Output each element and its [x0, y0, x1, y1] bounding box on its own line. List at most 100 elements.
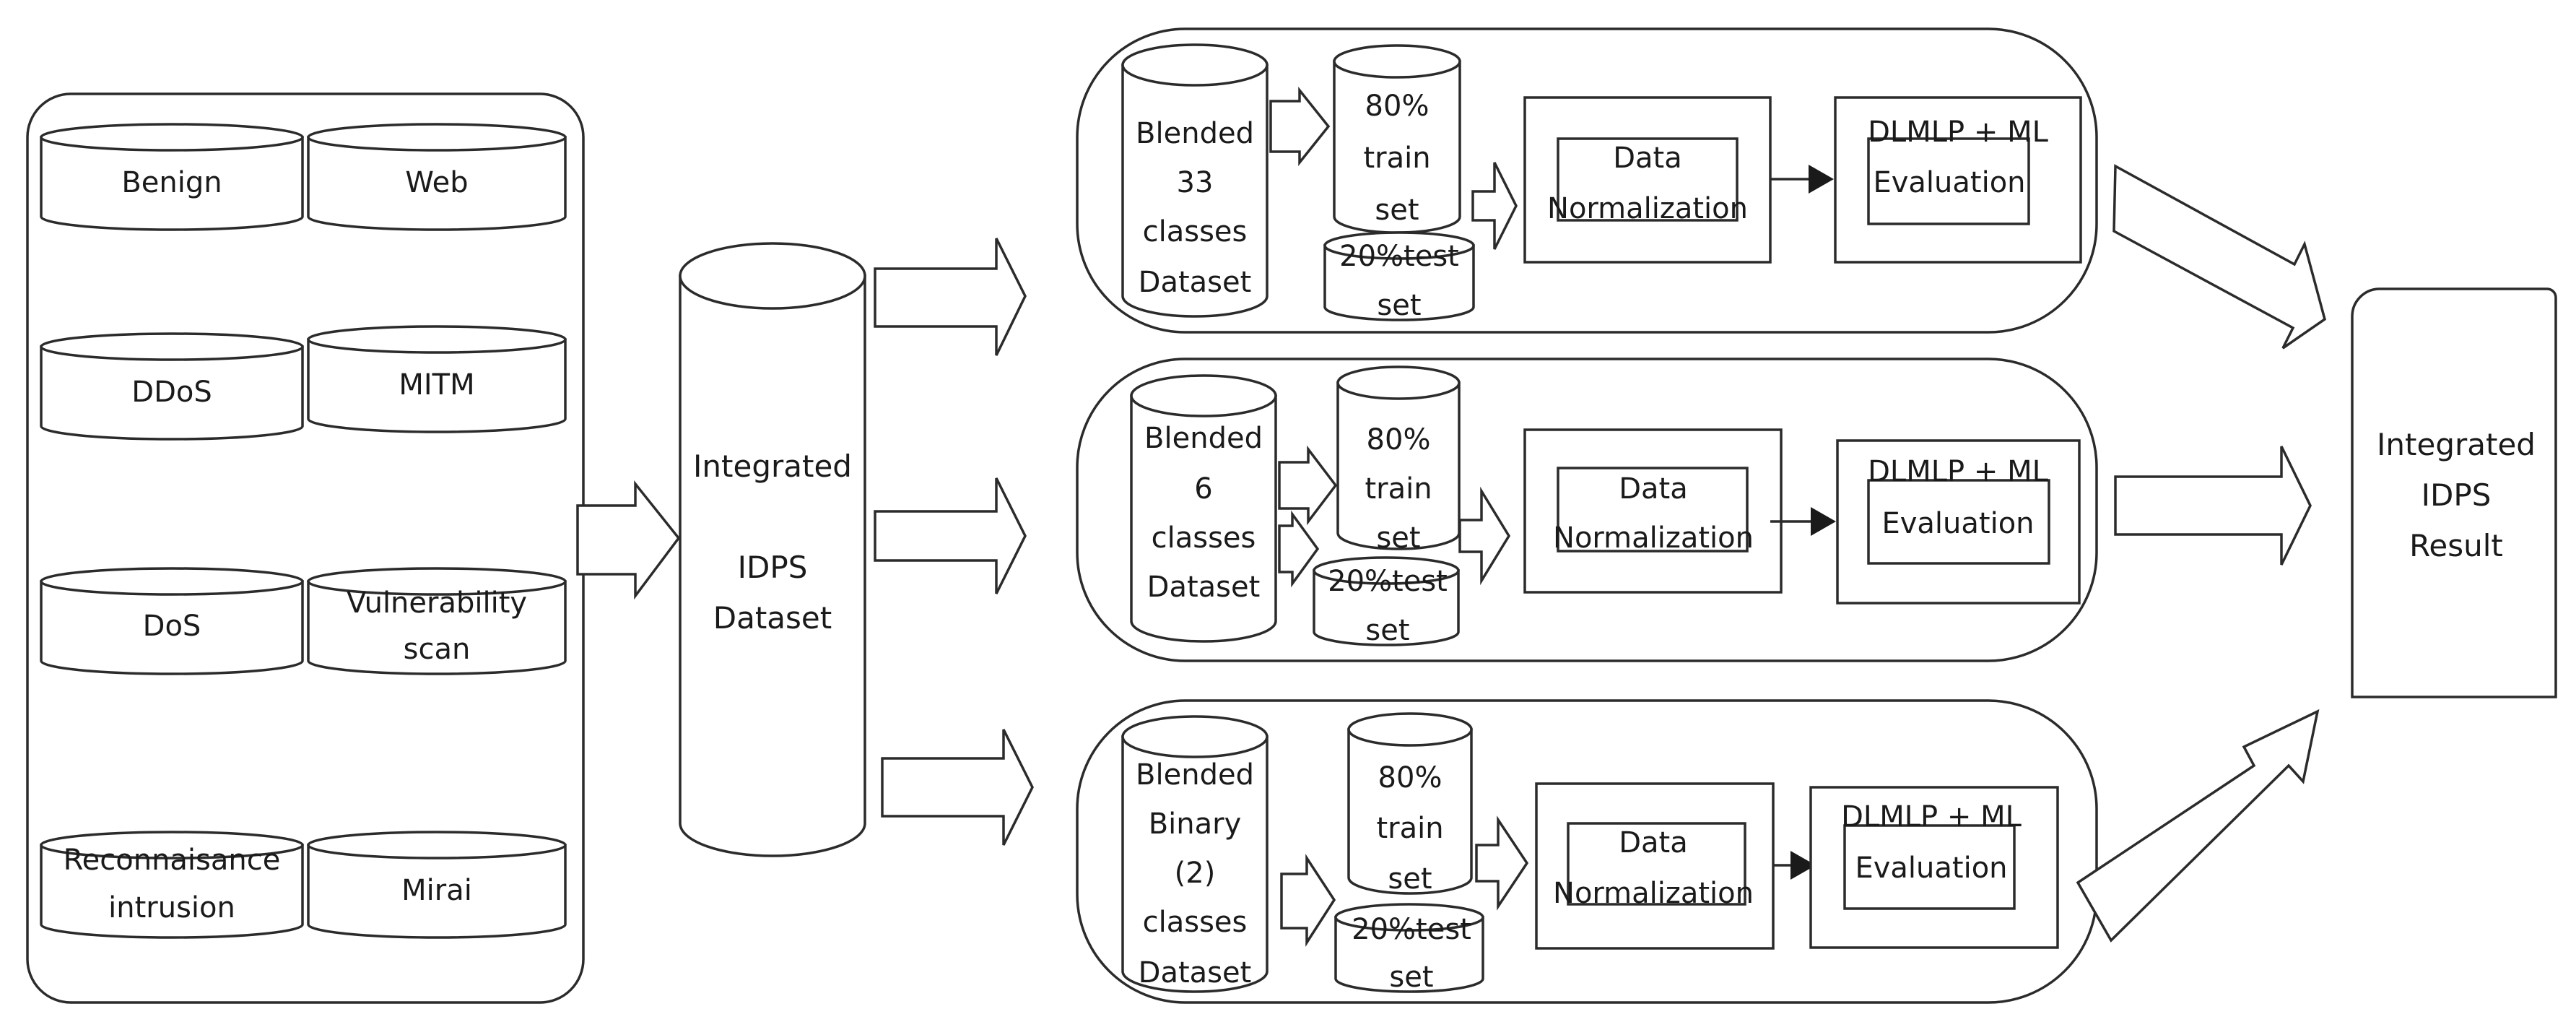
arrow-33-normalization-to-evaluation [1770, 165, 1834, 194]
benign-label: Benign [121, 166, 222, 199]
test-binary-line1: 20%test [1352, 913, 1471, 946]
arrow-6-dataset-to-train [1278, 445, 1338, 526]
integrated-dataset-label-line1: Integrated [693, 449, 852, 484]
benign-cylinder: Benign [40, 123, 304, 231]
blended-6-dataset-cylinder: Blended 6 classes Dataset [1130, 374, 1277, 643]
normalization-box-6: Data Normalization [1523, 428, 1783, 594]
blended-6-line1: Blended [1144, 422, 1263, 455]
arrow-pipeline-33-to-result [2112, 164, 2327, 350]
result-label-line2: IDPS [2421, 477, 2492, 513]
normalization-6-line2: Normalization [1553, 521, 1754, 555]
train-6-line1: 80% [1367, 423, 1431, 456]
integrated-dataset-label-line2: IDPS [738, 550, 808, 585]
train-80-cylinder-binary: 80% train set [1347, 712, 1473, 896]
dos-cylinder: DoS [40, 567, 304, 675]
blended-33-dataset-cylinder: Blended 33 classes Dataset [1121, 43, 1269, 318]
reconnaisance-intrusion-label-line1: Reconnaisance [64, 844, 281, 877]
blended-binary-line1: Blended [1136, 758, 1254, 792]
ddos-label: DDoS [131, 376, 212, 409]
train-binary-line2: train [1376, 812, 1443, 845]
evaluation-33-label: Evaluation [1873, 166, 2025, 199]
reconnaisance-intrusion-label-line2: intrusion [108, 891, 235, 924]
evaluation-box-6: DLMLP + ML Evaluation [1836, 439, 2081, 605]
pipeline-6-classes: Blended 6 classes Dataset 80% train set … [1076, 358, 2098, 662]
normalization-6-line1: Data [1619, 472, 1688, 506]
normalization-binary-line2: Normalization [1553, 877, 1754, 910]
blended-6-line4: Dataset [1147, 571, 1261, 604]
test-33-line2: set [1377, 289, 1421, 322]
blended-binary-line4: classes [1143, 906, 1248, 939]
blended-33-line3: classes [1143, 215, 1248, 248]
model-6-label: DLMLP + ML [1868, 455, 2048, 488]
vulnerability-scan-label-line2: scan [404, 633, 471, 666]
vulnerability-scan-label-line1: Vulnerability [347, 586, 527, 620]
pipeline-33-classes: Blended 33 classes Dataset 80% train set… [1076, 27, 2098, 334]
normalization-binary-line1: Data [1619, 826, 1688, 859]
normalization-box-33: Data Normalization [1523, 96, 1772, 264]
test-binary-line2: set [1389, 961, 1433, 994]
train-binary-line3: set [1388, 862, 1432, 896]
blended-33-line2: 33 [1177, 166, 1214, 199]
evaluation-binary-label: Evaluation [1855, 852, 2007, 885]
mirai-label: Mirai [401, 874, 472, 907]
blended-6-line2: 6 [1194, 472, 1212, 506]
arrow-pipeline-6-to-result [2114, 446, 2312, 566]
result-label-line1: Integrated [2377, 427, 2536, 462]
dos-label: DoS [143, 610, 201, 643]
arrow-binary-dataset-to-test [1280, 854, 1336, 947]
integrated-dataset-cylinder: Integrated IDPS Dataset [679, 242, 866, 857]
blended-33-line1: Blended [1136, 117, 1254, 150]
mitm-cylinder: MITM [307, 325, 567, 433]
blended-33-line4: Dataset [1139, 266, 1252, 299]
blended-binary-line3: (2) [1175, 857, 1216, 890]
arrow-6-dataset-to-test [1278, 510, 1320, 588]
train-80-cylinder-6: 80% train set [1336, 365, 1461, 555]
vulnerability-scan-cylinder: Vulnerability scan [307, 567, 567, 675]
test-20-cylinder-33: 20%test set [1323, 231, 1475, 322]
normalization-33-line2: Normalization [1547, 192, 1748, 225]
test-6-line1: 20%test [1328, 565, 1448, 598]
train-80-cylinder-33: 80% train set [1333, 44, 1461, 234]
blended-binary-dataset-cylinder: Blended Binary (2) classes Dataset [1121, 715, 1269, 993]
blended-6-line3: classes [1152, 521, 1256, 555]
arrow-binary-normalization-to-evaluation [1773, 851, 1816, 880]
web-label: Web [405, 166, 468, 199]
train-33-line1: 80% [1365, 90, 1430, 123]
integrated-result-box: Integrated IDPS Result [2351, 287, 2557, 698]
mirai-cylinder: Mirai [307, 831, 567, 939]
train-6-line2: train [1365, 472, 1432, 506]
blended-binary-line5: Dataset [1139, 956, 1252, 989]
ddos-cylinder: DDoS [40, 332, 304, 441]
arrow-binary-to-normalization [1475, 815, 1529, 911]
normalization-box-binary: Data Normalization [1535, 782, 1775, 950]
evaluation-box-33: DLMLP + ML Evaluation [1834, 96, 2082, 264]
evaluation-box-binary: DLMLP + ML Evaluation [1809, 786, 2059, 949]
arrow-panel-to-dataset [576, 480, 681, 600]
arrow-dataset-to-pipeline-binary [881, 729, 1034, 846]
train-33-line3: set [1375, 194, 1419, 227]
mitm-label: MITM [399, 368, 474, 402]
pipeline-binary-classes: Blended Binary (2) classes Dataset 80% t… [1076, 699, 2098, 1004]
test-20-cylinder-6: 20%test set [1313, 556, 1460, 647]
train-binary-line1: 80% [1378, 761, 1443, 794]
arrow-pipeline-binary-to-result [2076, 709, 2320, 943]
arrow-dataset-to-pipeline-6 [874, 477, 1027, 594]
train-6-line3: set [1376, 521, 1420, 555]
train-33-line2: train [1363, 142, 1430, 175]
test-6-line2: set [1365, 614, 1409, 647]
evaluation-6-label: Evaluation [1881, 507, 2034, 540]
arrow-33-to-normalization [1471, 162, 1518, 250]
arrow-6-normalization-to-evaluation [1770, 507, 1836, 536]
integrated-dataset-label-line3: Dataset [713, 600, 832, 636]
test-33-line1: 20%test [1339, 240, 1459, 273]
model-binary-label: DLMLP + ML [1841, 800, 2022, 833]
test-20-cylinder-binary: 20%test set [1334, 903, 1484, 994]
model-33-label: DLMLP + ML [1868, 116, 2048, 149]
result-label-line3: Result [2409, 528, 2503, 563]
arrow-33-dataset-to-train [1269, 87, 1331, 166]
normalization-33-line1: Data [1613, 142, 1682, 175]
blended-binary-line2: Binary [1149, 807, 1242, 841]
arrow-6-to-normalization [1458, 486, 1511, 586]
web-cylinder: Web [307, 123, 567, 231]
